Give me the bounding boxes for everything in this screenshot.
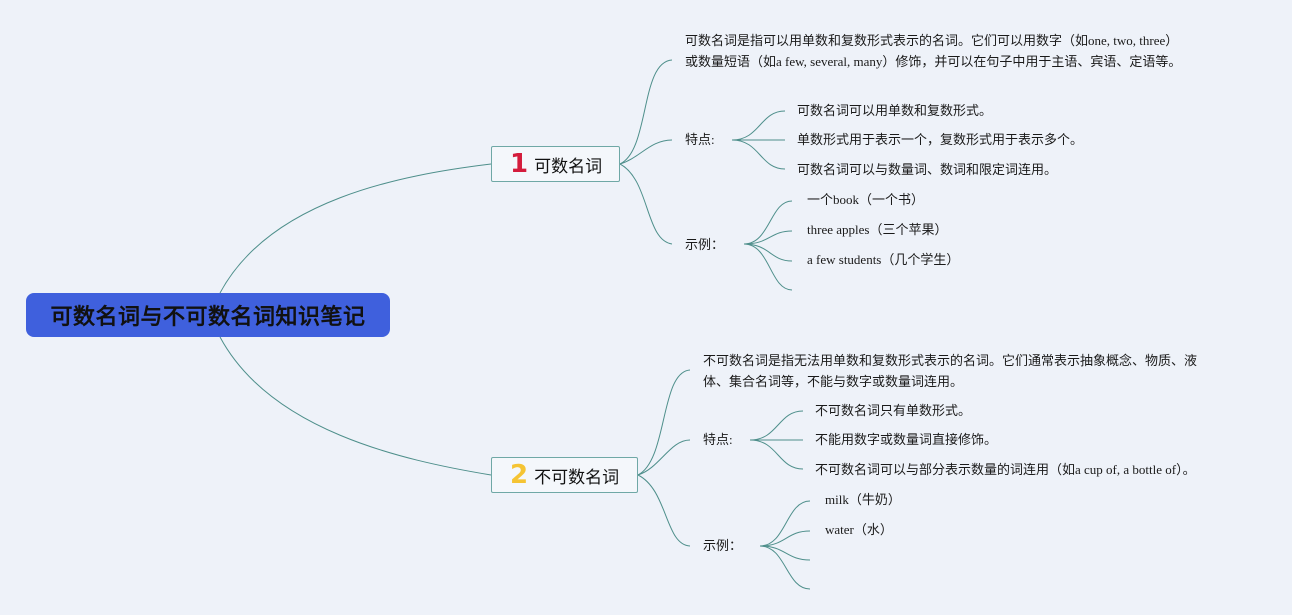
uncountable-feature-item[interactable]: 不可数名词可以与部分表示数量的词连用（如a cup of, a bottle o… [815, 462, 1196, 477]
uncountable-definition[interactable]: 不可数名词是指无法用单数和复数形式表示的名词。它们通常表示抽象概念、物质、液体、… [703, 353, 1198, 389]
link-uncountable-features [637, 439, 691, 476]
link-root-uncountable [219, 336, 492, 476]
countable-example-item[interactable]: three apples（三个苹果） [807, 222, 948, 237]
branch-title: 可数名词 [534, 156, 603, 177]
uncountable-example-item[interactable]: milk（牛奶） [825, 492, 901, 507]
countable-feature-item[interactable]: 单数形式用于表示一个，复数形式用于表示多个。 [797, 132, 1084, 147]
uncountable-features-label[interactable]: 特点: [703, 432, 733, 447]
number-one-icon: 1 [510, 149, 529, 179]
countable-examples-label[interactable]: 示例： [685, 237, 725, 252]
uncountable-examples-label[interactable]: 示例： [703, 538, 743, 553]
link-root-countable [219, 163, 492, 294]
link-countable-examples [619, 163, 673, 245]
link-uncountable-definition [637, 369, 691, 476]
branch-uncountable-nouns[interactable]: 2 不可数名词 [491, 457, 638, 493]
link-uncountable-examples [637, 474, 691, 547]
countable-feature-item[interactable]: 可数名词可以用单数和复数形式。 [797, 103, 993, 118]
countable-feature-item[interactable]: 可数名词可以与数量词、数词和限定词连用。 [797, 162, 1058, 177]
link-countable-features [619, 139, 673, 165]
uncountable-example-item[interactable]: water（水） [825, 522, 893, 537]
countable-definition[interactable]: 可数名词是指可以用单数和复数形式表示的名词。它们可以用数字（如one, two,… [685, 33, 1182, 69]
countable-example-item[interactable]: 一个book（一个书） [807, 192, 925, 207]
uncountable-feature-item[interactable]: 不可数名词只有单数形式。 [815, 403, 972, 418]
link-countable-definition [619, 59, 673, 165]
countable-example-item[interactable]: a few students（几个学生） [807, 252, 960, 267]
root-topic[interactable]: 可数名词与不可数名词知识笔记 [26, 293, 390, 337]
branch-title: 不可数名词 [534, 467, 620, 488]
countable-features-label[interactable]: 特点: [685, 132, 715, 147]
uncountable-feature-item[interactable]: 不能用数字或数量词直接修饰。 [815, 432, 998, 447]
branch-countable-nouns[interactable]: 1 可数名词 [491, 146, 620, 182]
number-two-icon: 2 [510, 460, 529, 490]
